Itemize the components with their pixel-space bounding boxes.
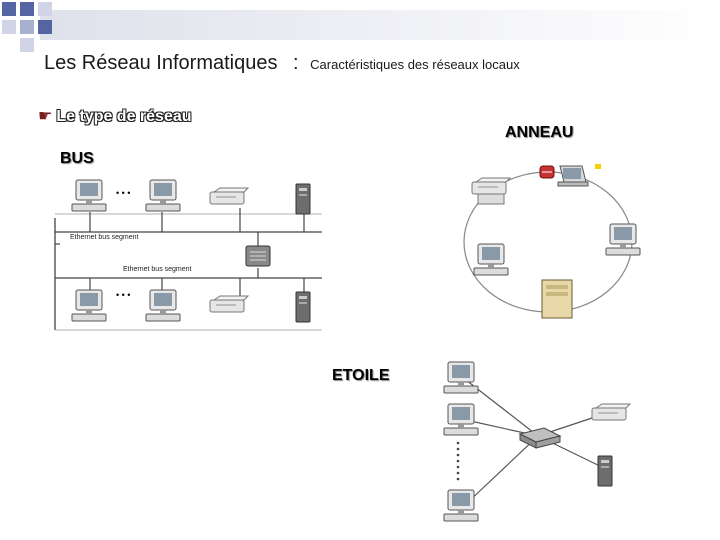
bullet-item: ☛Le type de réseau [38, 106, 192, 126]
pointing-hand-icon: ☛ [38, 108, 53, 125]
bus-ellipsis-1: • • • [116, 188, 131, 198]
title-separator: : [293, 52, 299, 74]
page-title: Les Réseau Informatiques : Caractéristiq… [44, 52, 520, 75]
bus-label: BUS [60, 150, 94, 167]
title-text: Les Réseau Informatiques [44, 52, 278, 74]
etoile-label: ETOILE [332, 367, 390, 384]
anneau-label: ANNEAU [505, 124, 574, 141]
bus-segment-label-2: Ethernet bus segment [123, 266, 192, 273]
bullet-text: Le type de réseau [56, 108, 192, 125]
bus-segment-label-1: Ethernet bus segment [70, 234, 139, 241]
bus-ellipsis-2: • • • [116, 290, 131, 300]
grid-squares-icon [2, 2, 720, 52]
page-subtitle: Caractéristiques des réseaux locaux [310, 57, 520, 72]
